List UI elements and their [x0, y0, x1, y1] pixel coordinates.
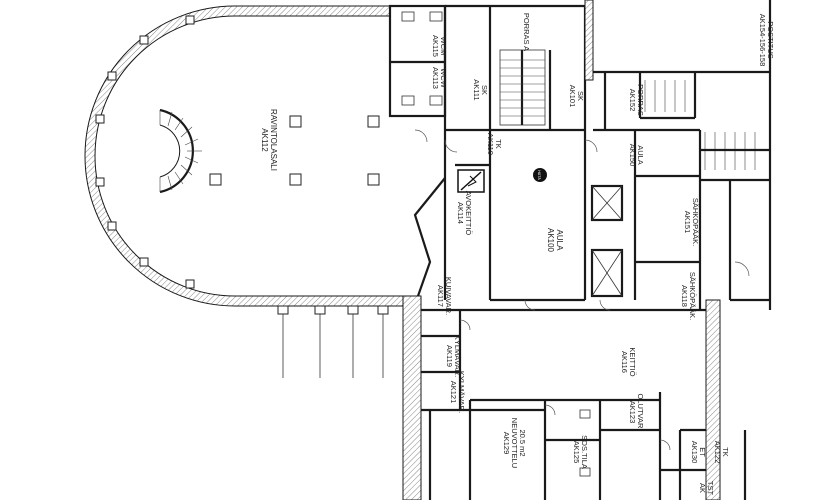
curved-outer-wall — [84, 5, 419, 307]
electric-panel-icon — [457, 169, 485, 193]
room-name-ak123: OLUTVAR. — [636, 394, 645, 431]
terrace-piers — [277, 305, 389, 378]
room-name-ak110: TK — [494, 139, 503, 149]
room-code-ak119: AK119 — [445, 345, 454, 367]
room-name-ak114: AVOKEITTIÖ — [464, 191, 473, 236]
emergency-marker: HÄTÄ — [533, 168, 547, 182]
room-code-ak117: AK117 — [436, 285, 445, 307]
room-name-ak125: SOS.TILA — [580, 435, 589, 469]
room-code-ak121: AK121 — [449, 381, 458, 404]
hall-columns — [209, 115, 380, 186]
room-code-ak154: AK154-156-158 — [758, 14, 767, 67]
room-name-ak115: WCM — [439, 37, 448, 56]
room-name-ak130: ET — [698, 447, 707, 457]
room-code-ak118: AK118 — [680, 285, 689, 307]
room-name-ak116: KEITTIÖ — [628, 347, 637, 376]
restaurant-hall-walls — [84, 5, 419, 378]
spiral-staircase — [159, 108, 202, 194]
room-name-ak150: AULA — [636, 145, 645, 165]
room-code-ak152: AK152 — [628, 89, 637, 112]
room-name-ak151: SÄHKÖPÄÄK. — [691, 198, 700, 246]
stairwell-ak152 — [644, 80, 770, 170]
room-code-ak113: AK113 — [431, 67, 440, 89]
room-code-ak100: AK100 — [546, 228, 555, 253]
room-name-ak111: SK — [480, 85, 489, 95]
room-name-ak101: SK — [576, 91, 585, 101]
room-area-ak129: 20.5 m2 — [518, 429, 527, 456]
room-name-ak118: SÄHKÖPÄÄK. — [688, 272, 697, 320]
door-swings — [414, 129, 750, 451]
room-code-ak129: AK129 — [502, 432, 511, 455]
room-labels: AK112 RAVINTOLASALI AK115 WCM AK113 WCW … — [260, 13, 775, 496]
wall-pilasters — [95, 15, 195, 289]
elevator-icon — [590, 184, 624, 298]
room-name-ak112: RAVINTOLASALI — [269, 109, 278, 171]
interior-walls — [388, 0, 772, 500]
room-name-ak119: KYLMÄVAR. — [453, 335, 462, 377]
room-code-ak110: AK110 — [486, 133, 495, 155]
room-name-porras-a: PORRAS A — [522, 13, 531, 51]
room-code-ak-tst: AK — [698, 483, 707, 493]
room-code-ak123: AK123 — [628, 401, 637, 424]
room-code-ak130: AK130 — [690, 441, 699, 464]
room-name-ak113: WCW — [439, 68, 448, 88]
emergency-marker-label: HÄTÄ — [537, 170, 541, 180]
room-name-ak117: KUIVAVAR. — [444, 277, 453, 315]
room-name-ak121: KYLMÄVAR. — [457, 371, 466, 413]
room-code-ak151: AK151 — [683, 211, 692, 234]
stairwell-a — [499, 49, 546, 126]
room-name-ak152: PORRAS — [636, 84, 645, 116]
room-code-ak111: AK111 — [472, 79, 481, 100]
room-code-ak114: AK114 — [456, 202, 465, 224]
room-code-ak125: AK125 — [572, 441, 581, 464]
room-name-ak154: POSTITUS — [766, 21, 775, 59]
room-name-ak129: NEUVOTTELU — [510, 418, 519, 468]
room-code-ak116: AK116 — [620, 351, 629, 373]
room-code-ak101: AK101 — [568, 85, 577, 108]
room-name-ak122: TK — [721, 447, 730, 457]
room-name-ak-tst: TST — [706, 481, 715, 496]
room-code-ak150: AK150 — [628, 144, 637, 167]
room-code-ak115: AK115 — [431, 35, 440, 57]
wc-fixtures — [401, 11, 591, 477]
room-code-ak112: AK112 — [260, 128, 269, 152]
room-code-ak122: AK122 — [713, 441, 722, 464]
room-name-ak100: AULA — [555, 230, 564, 252]
